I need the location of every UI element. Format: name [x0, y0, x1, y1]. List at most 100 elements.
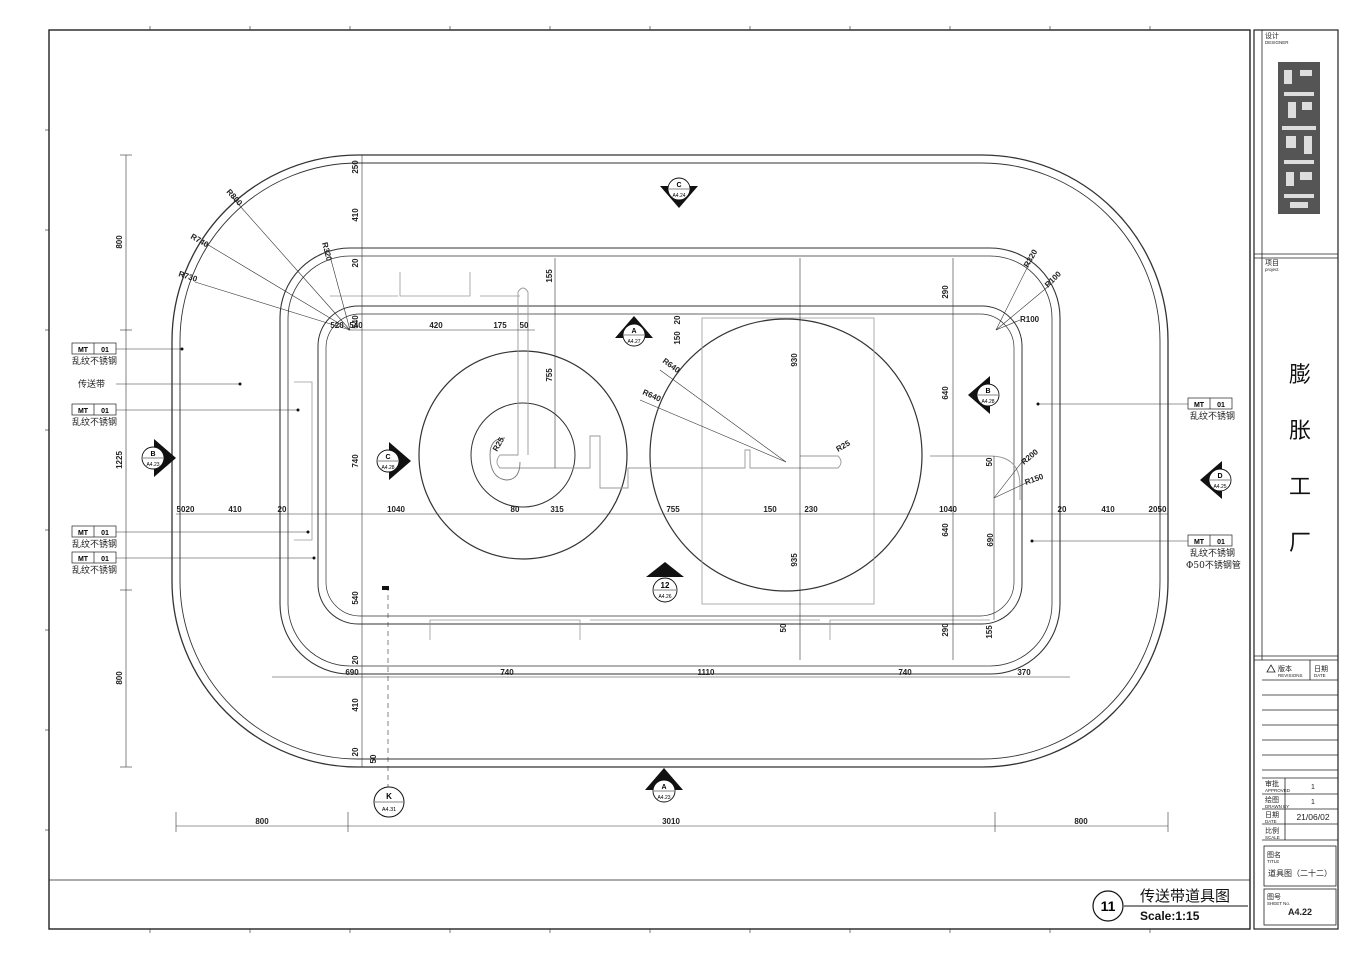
- revisions-label-cn: 版本: [1278, 664, 1292, 673]
- project-char: 工: [1289, 475, 1311, 500]
- drawing-title: 11 传送带道具图 Scale:1:15: [1092, 887, 1248, 923]
- approved-label-en: APPROVED: [1265, 788, 1291, 793]
- mt-name: 乱纹不锈钢: [72, 538, 117, 550]
- mt-num: 01: [101, 556, 109, 563]
- dim-inner-left-v: 250: [351, 160, 360, 174]
- feed-chute: [489, 437, 521, 481]
- dim-row-690: 370: [1017, 668, 1031, 677]
- dim-row-690: 1110: [698, 668, 715, 677]
- project-char: 胀: [1289, 419, 1311, 444]
- date-label-cn: 日期: [1265, 811, 1279, 819]
- dim-inner-left-v: 540: [351, 315, 360, 329]
- date-col-label-cn: 日期: [1314, 665, 1328, 673]
- callout-ref: A4.27: [627, 339, 640, 345]
- dim-center-v: 50: [779, 623, 788, 632]
- callout-letter: C: [385, 454, 390, 461]
- conveyor-label: 传送带: [78, 378, 105, 390]
- leader-dots: [180, 347, 1040, 560]
- callout-ref: A4.23: [657, 795, 670, 801]
- callout-B-right: B A4.28: [968, 376, 1000, 414]
- dim-mid: 50: [1158, 505, 1167, 514]
- callout-A-upper: A A4.27: [615, 316, 653, 347]
- dim-inner-left-v: 540: [351, 591, 360, 605]
- title-block: 设计 DESIGNER 项目 project 膨 胀 工 厂 版本 REVISI…: [1254, 30, 1338, 926]
- dim-right-v: 155: [985, 625, 994, 639]
- drawn-label-en: DRAWN BY: [1265, 804, 1289, 809]
- radius-label: R150: [1024, 472, 1046, 487]
- dim-mid: 755: [666, 505, 680, 514]
- callout-letter: K: [386, 792, 392, 801]
- dim-right-v: 640: [941, 386, 950, 400]
- large-platform: [649, 318, 923, 592]
- dim-center-v: 935: [790, 553, 799, 567]
- left-tray: [294, 381, 313, 541]
- dim-right-v: 290: [941, 623, 950, 637]
- sheet-frame: [45, 26, 1339, 933]
- title-value: 道具图（二十二）: [1268, 868, 1332, 878]
- radius-label: R640: [661, 356, 682, 375]
- mt-name: 乱纹不锈钢: [1190, 410, 1235, 422]
- mt-name: 乱纹不锈钢: [72, 564, 117, 576]
- inner-rail: [317, 305, 1023, 625]
- callout-12: 12 A4.26: [646, 562, 684, 603]
- title-label-cn: 图名: [1267, 850, 1281, 859]
- mt-code: MT: [78, 556, 89, 563]
- drawn-label-cn: 绘图: [1265, 795, 1279, 804]
- large-platform-base: [701, 317, 875, 605]
- dim-center-v: 20: [673, 315, 682, 324]
- callout-letter: A: [661, 784, 666, 791]
- dim-right-v: 640: [941, 523, 950, 537]
- title-label-en: TITLE: [1267, 859, 1279, 864]
- mt-num: 01: [101, 347, 109, 354]
- callout-A-bottom: A A4.23: [645, 768, 683, 803]
- callout-D: D A4.25: [1200, 461, 1232, 499]
- mt-name: 乱纹不锈钢: [1190, 547, 1235, 559]
- drawn-value: 1: [1311, 799, 1315, 806]
- mt-code: MT: [78, 530, 89, 537]
- dim-row-690: 740: [898, 668, 912, 677]
- mt-code: MT: [78, 347, 89, 354]
- sheet-value: A4.22: [1288, 907, 1312, 917]
- sheet-label-en: SHEET No.: [1267, 901, 1290, 906]
- designer-logo: [1278, 62, 1320, 214]
- date-col-label-en: DATE: [1314, 673, 1326, 678]
- dim-inner-left-v: 50: [369, 754, 378, 763]
- radius-label: R200: [1020, 447, 1041, 467]
- mt-num: 01: [101, 408, 109, 415]
- callout-B-left: B A4.23: [141, 439, 176, 477]
- callout-letter: D: [1217, 473, 1222, 480]
- dim-mid: 410: [1101, 505, 1115, 514]
- project-label-cn: 项目: [1265, 259, 1279, 267]
- dim-mid: 50: [177, 505, 186, 514]
- dim-inner-left-v: 20: [351, 655, 360, 664]
- revisions-label-en: REVISIONS: [1278, 673, 1303, 678]
- project-char: 膨: [1289, 363, 1311, 388]
- section-mark: [382, 586, 389, 590]
- dim-top: 50: [520, 321, 529, 330]
- material-tags: [71, 342, 1233, 564]
- approved-value: 1: [1311, 784, 1315, 791]
- project-label-en: project: [1265, 267, 1279, 272]
- mt-name: 乱纹不锈钢: [72, 416, 117, 428]
- dim-inner-left-v: 410: [351, 208, 360, 222]
- mt-num: 01: [1217, 402, 1225, 409]
- mt-name: 乱纹不锈钢: [72, 355, 117, 367]
- radius-label: R640: [641, 388, 663, 404]
- mt-num: 01: [1217, 539, 1225, 546]
- callout-ref: A4.28: [981, 399, 994, 405]
- approved-label-cn: 审批: [1265, 779, 1279, 788]
- dim-inner-left-v: 20: [351, 747, 360, 756]
- radius-label: R730: [177, 269, 198, 284]
- designer-label-en: DESIGNER: [1265, 40, 1289, 45]
- project-char: 厂: [1289, 531, 1311, 556]
- dim-top: 520: [330, 321, 344, 330]
- section-callouts: C A4.24 A A4.27 B A4.28 B A4.23: [141, 177, 1232, 818]
- date-label-en: DATE: [1265, 819, 1277, 824]
- designer-label-cn: 设计: [1265, 31, 1279, 40]
- conveyor-plan: [171, 154, 1169, 768]
- dim-left-v: 800: [115, 671, 124, 685]
- dim-mid: 1040: [939, 505, 957, 514]
- dim-right-v: 290: [941, 285, 950, 299]
- dim-center-v: 155: [545, 269, 554, 283]
